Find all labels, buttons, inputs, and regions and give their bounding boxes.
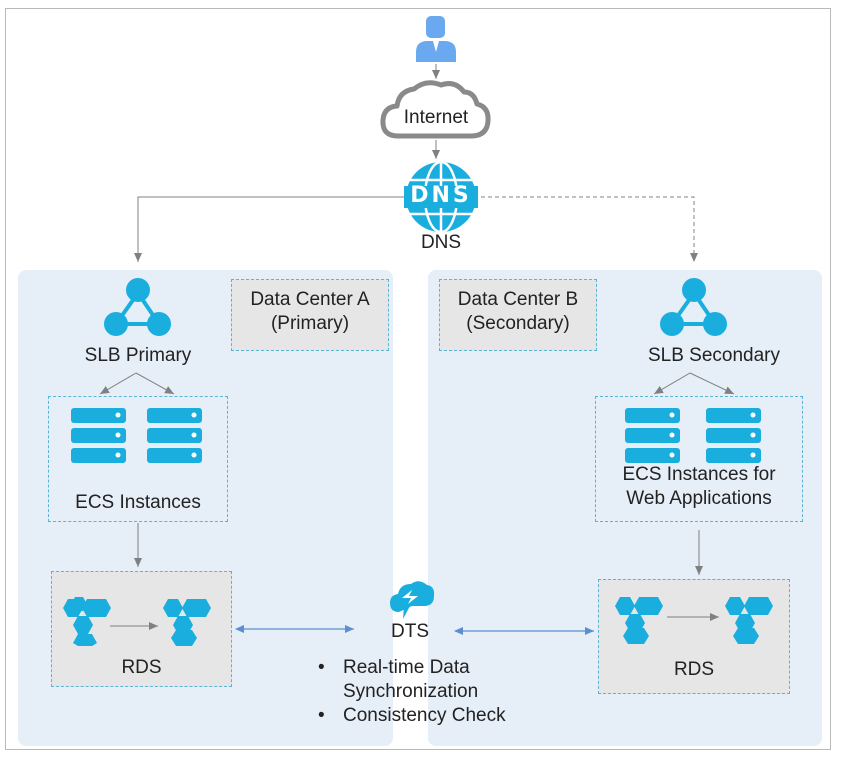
data-center-a-title-line1: Data Center A [250,289,370,310]
dts-feature-line: Consistency Check [343,705,506,726]
data-center-b-title-line1: Data Center B [457,289,579,310]
dns-label: DNS [420,232,462,253]
dts-feature-item: Consistency Check [318,704,506,728]
data-center-a-title: Data Center A (Primary) [231,288,389,336]
arrow-slb-a-to-ecs-2 [135,372,175,395]
data-center-b-title-line2: (Secondary) [466,313,570,334]
arrow-slb-b-to-ecs-2 [689,372,735,395]
slb-primary-icon [104,278,171,336]
server-icon-b2 [706,408,761,463]
rds-a-label: RDS [121,657,162,678]
rds-icon-a2 [163,599,211,646]
data-center-a-title-box [231,279,389,351]
dns-icon-text: DNS [410,183,472,208]
dns-globe-icon [404,160,478,234]
ecs-group-b-box [595,396,803,522]
server-icon-a2 [147,408,202,463]
arrow-slb-b-to-ecs-1 [653,372,691,395]
rds-icon-b2 [725,597,773,644]
dts-feature-list: Real-time Data Synchronization Consisten… [318,656,506,728]
rds-icon-a1 [63,597,111,646]
slb-primary-label: SLB Primary [84,345,192,366]
dts-label: DTS [391,621,429,642]
ecs-b-label: ECS Instances for Web Applications [595,463,803,511]
arrow-dns-to-slb-primary [134,196,408,262]
data-center-b-title: Data Center B (Secondary) [439,288,597,336]
dts-feature-line: Real-time Data [343,657,470,678]
ecs-a-label: ECS Instances [75,492,201,513]
arrow-dns-to-slb-secondary [474,196,698,262]
data-center-a-title-line2: (Primary) [270,313,350,334]
ecs-b-label-line2: Web Applications [626,488,772,509]
internet-label: Internet [403,107,469,128]
cloud-icon [380,80,491,139]
rds-icon-b1 [615,597,663,644]
rds-b-label: RDS [673,659,715,680]
ecs-group-a-box [48,396,228,522]
slb-secondary-icon [660,278,727,336]
server-icon-a1 [71,408,126,463]
dts-feature-line: Synchronization [343,681,479,702]
slb-secondary-label: SLB Secondary [647,345,781,366]
server-icon-b1 [625,408,680,463]
dts-cloud-icon [390,581,435,619]
user-icon [416,16,456,62]
dts-feature-item: Real-time Data Synchronization [318,656,506,704]
diagram-frame [5,8,831,750]
ecs-b-label-line1: ECS Instances for [622,464,776,485]
arrow-slb-a-to-ecs-1 [99,372,137,395]
data-center-b-title-box [439,279,597,351]
